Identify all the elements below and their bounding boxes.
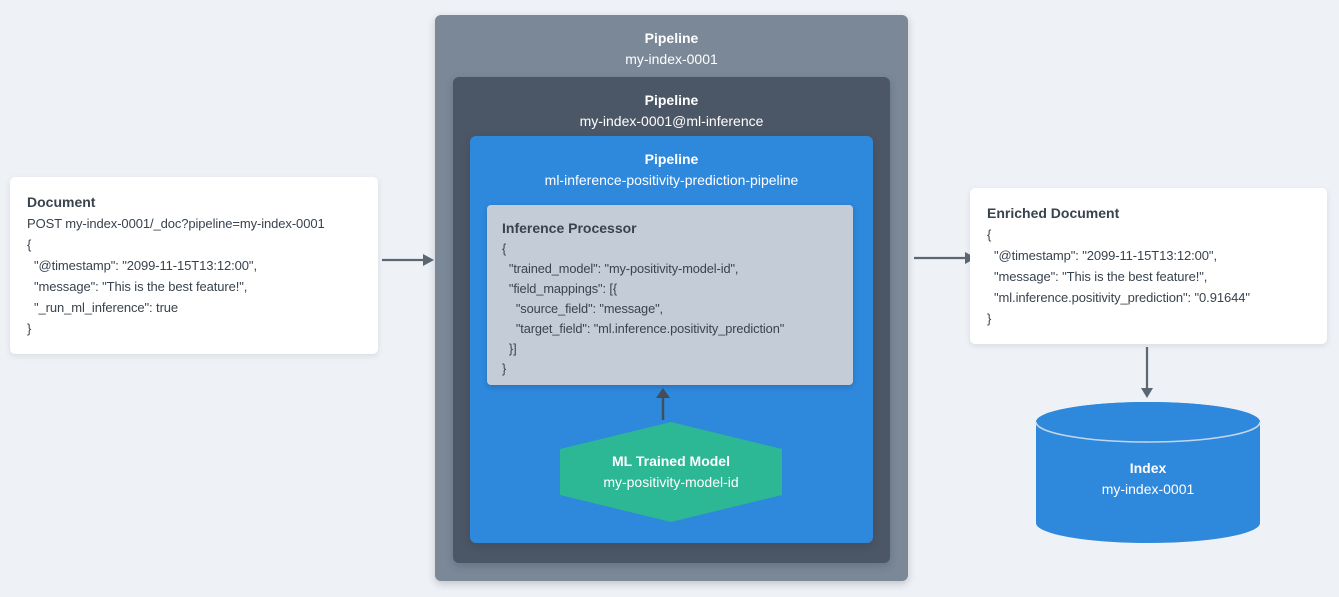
index-title: Index: [1129, 460, 1167, 476]
index-cylinder: [1035, 402, 1261, 543]
index-cylinder-labels: Index my-index-0001: [1033, 458, 1263, 500]
document-code-line: "@timestamp": "2099-11-15T13:12:00",: [27, 258, 257, 273]
enriched-document-title: Enriched Document: [987, 205, 1120, 221]
outer-pipeline-box: Pipeline my-index-0001 Pipeline my-index…: [435, 15, 908, 581]
processor-code-line: "trained_model": "my-positivity-model-id…: [502, 261, 739, 276]
document-to-pipeline-arrow-icon: [382, 254, 434, 266]
enriched-document-to-index-arrow-icon: [1141, 347, 1153, 398]
processor-code-line: "field_mappings": [{: [502, 281, 618, 296]
pipeline-to-enriched-document-arrow-icon: [914, 252, 976, 264]
middle-pipeline-name: my-index-0001@ml-inference: [579, 113, 764, 129]
middle-pipeline-header: Pipeline my-index-0001@ml-inference: [453, 77, 890, 131]
inference-processor-title: Inference Processor: [502, 220, 637, 236]
document-code-line: "_run_ml_inference": true: [27, 300, 179, 315]
enriched-code-line: "@timestamp": "2099-11-15T13:12:00",: [987, 248, 1217, 263]
inner-pipeline-name: ml-inference-positivity-prediction-pipel…: [544, 172, 799, 188]
enriched-code-line: "ml.inference.positivity_prediction": "0…: [987, 290, 1250, 305]
inner-pipeline-box: Pipeline ml-inference-positivity-predict…: [470, 136, 873, 543]
inference-processor-box: Inference Processor { "trained_model": "…: [487, 205, 853, 385]
document-code-line: {: [27, 237, 32, 252]
document-code-line: "message": "This is the best feature!",: [27, 279, 248, 294]
model-to-processor-arrow-icon: [656, 388, 670, 420]
enriched-code-line: "message": "This is the best feature!",: [987, 269, 1208, 284]
inner-pipeline-label: Pipeline: [644, 151, 699, 167]
enriched-code-line: {: [987, 227, 992, 242]
processor-code-line: {: [502, 241, 507, 256]
ml-model-name: my-positivity-model-id: [603, 474, 739, 490]
processor-code-line: "source_field": "message",: [502, 301, 663, 316]
document-code-line: }: [27, 321, 32, 336]
outer-pipeline-name: my-index-0001: [625, 51, 718, 67]
ml-model-title: ML Trained Model: [612, 453, 730, 469]
enriched-document-card: Enriched Document { "@timestamp": "2099-…: [970, 188, 1327, 344]
processor-code-line: }: [502, 361, 507, 376]
index-name: my-index-0001: [1101, 481, 1195, 497]
outer-pipeline-label: Pipeline: [644, 30, 699, 46]
processor-code-line: }]: [502, 341, 517, 356]
ml-trained-model-hexagon: ML Trained Model my-positivity-model-id: [560, 422, 782, 522]
processor-code-line: "target_field": "ml.inference.positivity…: [502, 321, 785, 336]
document-card: Document POST my-index-0001/_doc?pipelin…: [10, 177, 378, 354]
document-card-title: Document: [27, 194, 96, 210]
middle-pipeline-box: Pipeline my-index-0001@ml-inference Pipe…: [453, 77, 890, 563]
document-code-line: POST my-index-0001/_doc?pipeline=my-inde…: [27, 216, 325, 231]
inner-pipeline-header: Pipeline ml-inference-positivity-predict…: [470, 136, 873, 190]
outer-pipeline-header: Pipeline my-index-0001: [435, 15, 908, 69]
enriched-code-line: }: [987, 311, 992, 326]
middle-pipeline-label: Pipeline: [644, 92, 699, 108]
